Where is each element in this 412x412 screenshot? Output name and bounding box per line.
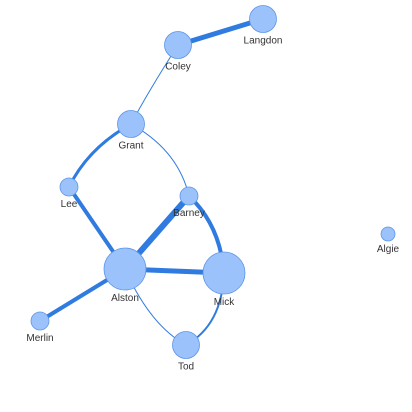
- node-label-langdon: Langdon: [244, 36, 283, 47]
- node-tod[interactable]: [172, 331, 200, 359]
- node-label-alston: Alston: [111, 293, 139, 304]
- node-alston[interactable]: [103, 247, 147, 291]
- node-label-tod: Tod: [178, 362, 194, 373]
- node-label-barney: Barney: [173, 208, 205, 219]
- node-label-coley: Coley: [165, 62, 191, 73]
- node-langdon[interactable]: [249, 5, 277, 33]
- node-grant[interactable]: [117, 110, 145, 138]
- edge-coley-langdon: [175, 16, 266, 48]
- node-lee[interactable]: [59, 177, 79, 197]
- node-barney[interactable]: [179, 186, 199, 206]
- node-mick[interactable]: [202, 251, 246, 295]
- node-label-merlin: Merlin: [26, 333, 53, 344]
- node-label-algie: Algie: [377, 244, 400, 255]
- nodes-layer: [30, 5, 396, 359]
- node-coley[interactable]: [164, 31, 192, 59]
- node-merlin[interactable]: [30, 311, 50, 331]
- node-label-grant: Grant: [118, 141, 143, 152]
- node-label-lee: Lee: [61, 199, 78, 210]
- node-label-mick: Mick: [214, 297, 236, 308]
- node-algie[interactable]: [380, 226, 396, 242]
